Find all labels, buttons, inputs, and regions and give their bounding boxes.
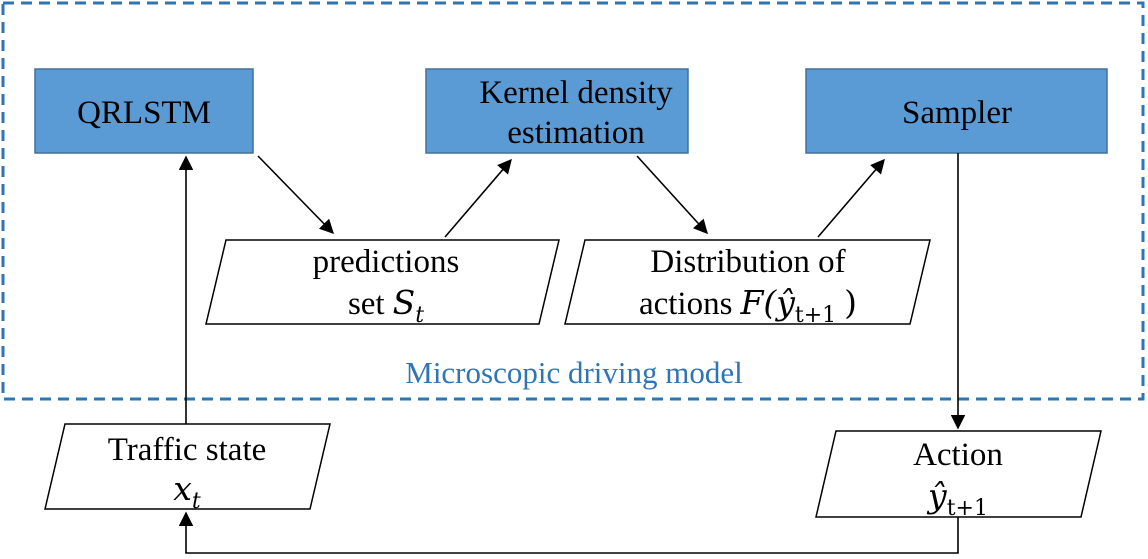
microscopic-model-label: Microscopic driving model [405, 355, 743, 390]
arrow-distribution-to-sampler [817, 158, 885, 238]
microscopic-model-group-border [1, 1, 1145, 401]
qrlstm-node: QRLSTM [34, 68, 254, 154]
kde-node: Kernel density estimation [425, 68, 689, 154]
arrow-action-feedback-to-traffic-state [178, 511, 959, 554]
kde-label-line2: estimation [507, 115, 644, 151]
predictions-label-line1: predictions [313, 244, 460, 280]
sampler-label: Sampler [902, 95, 1012, 131]
qrlstm-label: QRLSTM [77, 95, 211, 131]
kde-label-line1: Kernel density [479, 75, 673, 111]
action-node: Action ŷt+1 [815, 430, 1102, 521]
arrow-kde-to-distribution [636, 155, 708, 235]
action-math: ŷt+1 [926, 476, 988, 521]
traffic-state-label-line1: Traffic state [108, 432, 267, 468]
arrow-qrlstm-to-predictions [257, 155, 335, 235]
distribution-label-line1: Distribution of [650, 244, 845, 280]
traffic-state-node: Traffic state xt [44, 423, 331, 514]
traffic-state-math: xt [173, 469, 201, 514]
sampler-node: Sampler [805, 68, 1108, 154]
arrow-predictions-to-kde [444, 158, 512, 238]
action-label-line1: Action [913, 437, 1003, 473]
